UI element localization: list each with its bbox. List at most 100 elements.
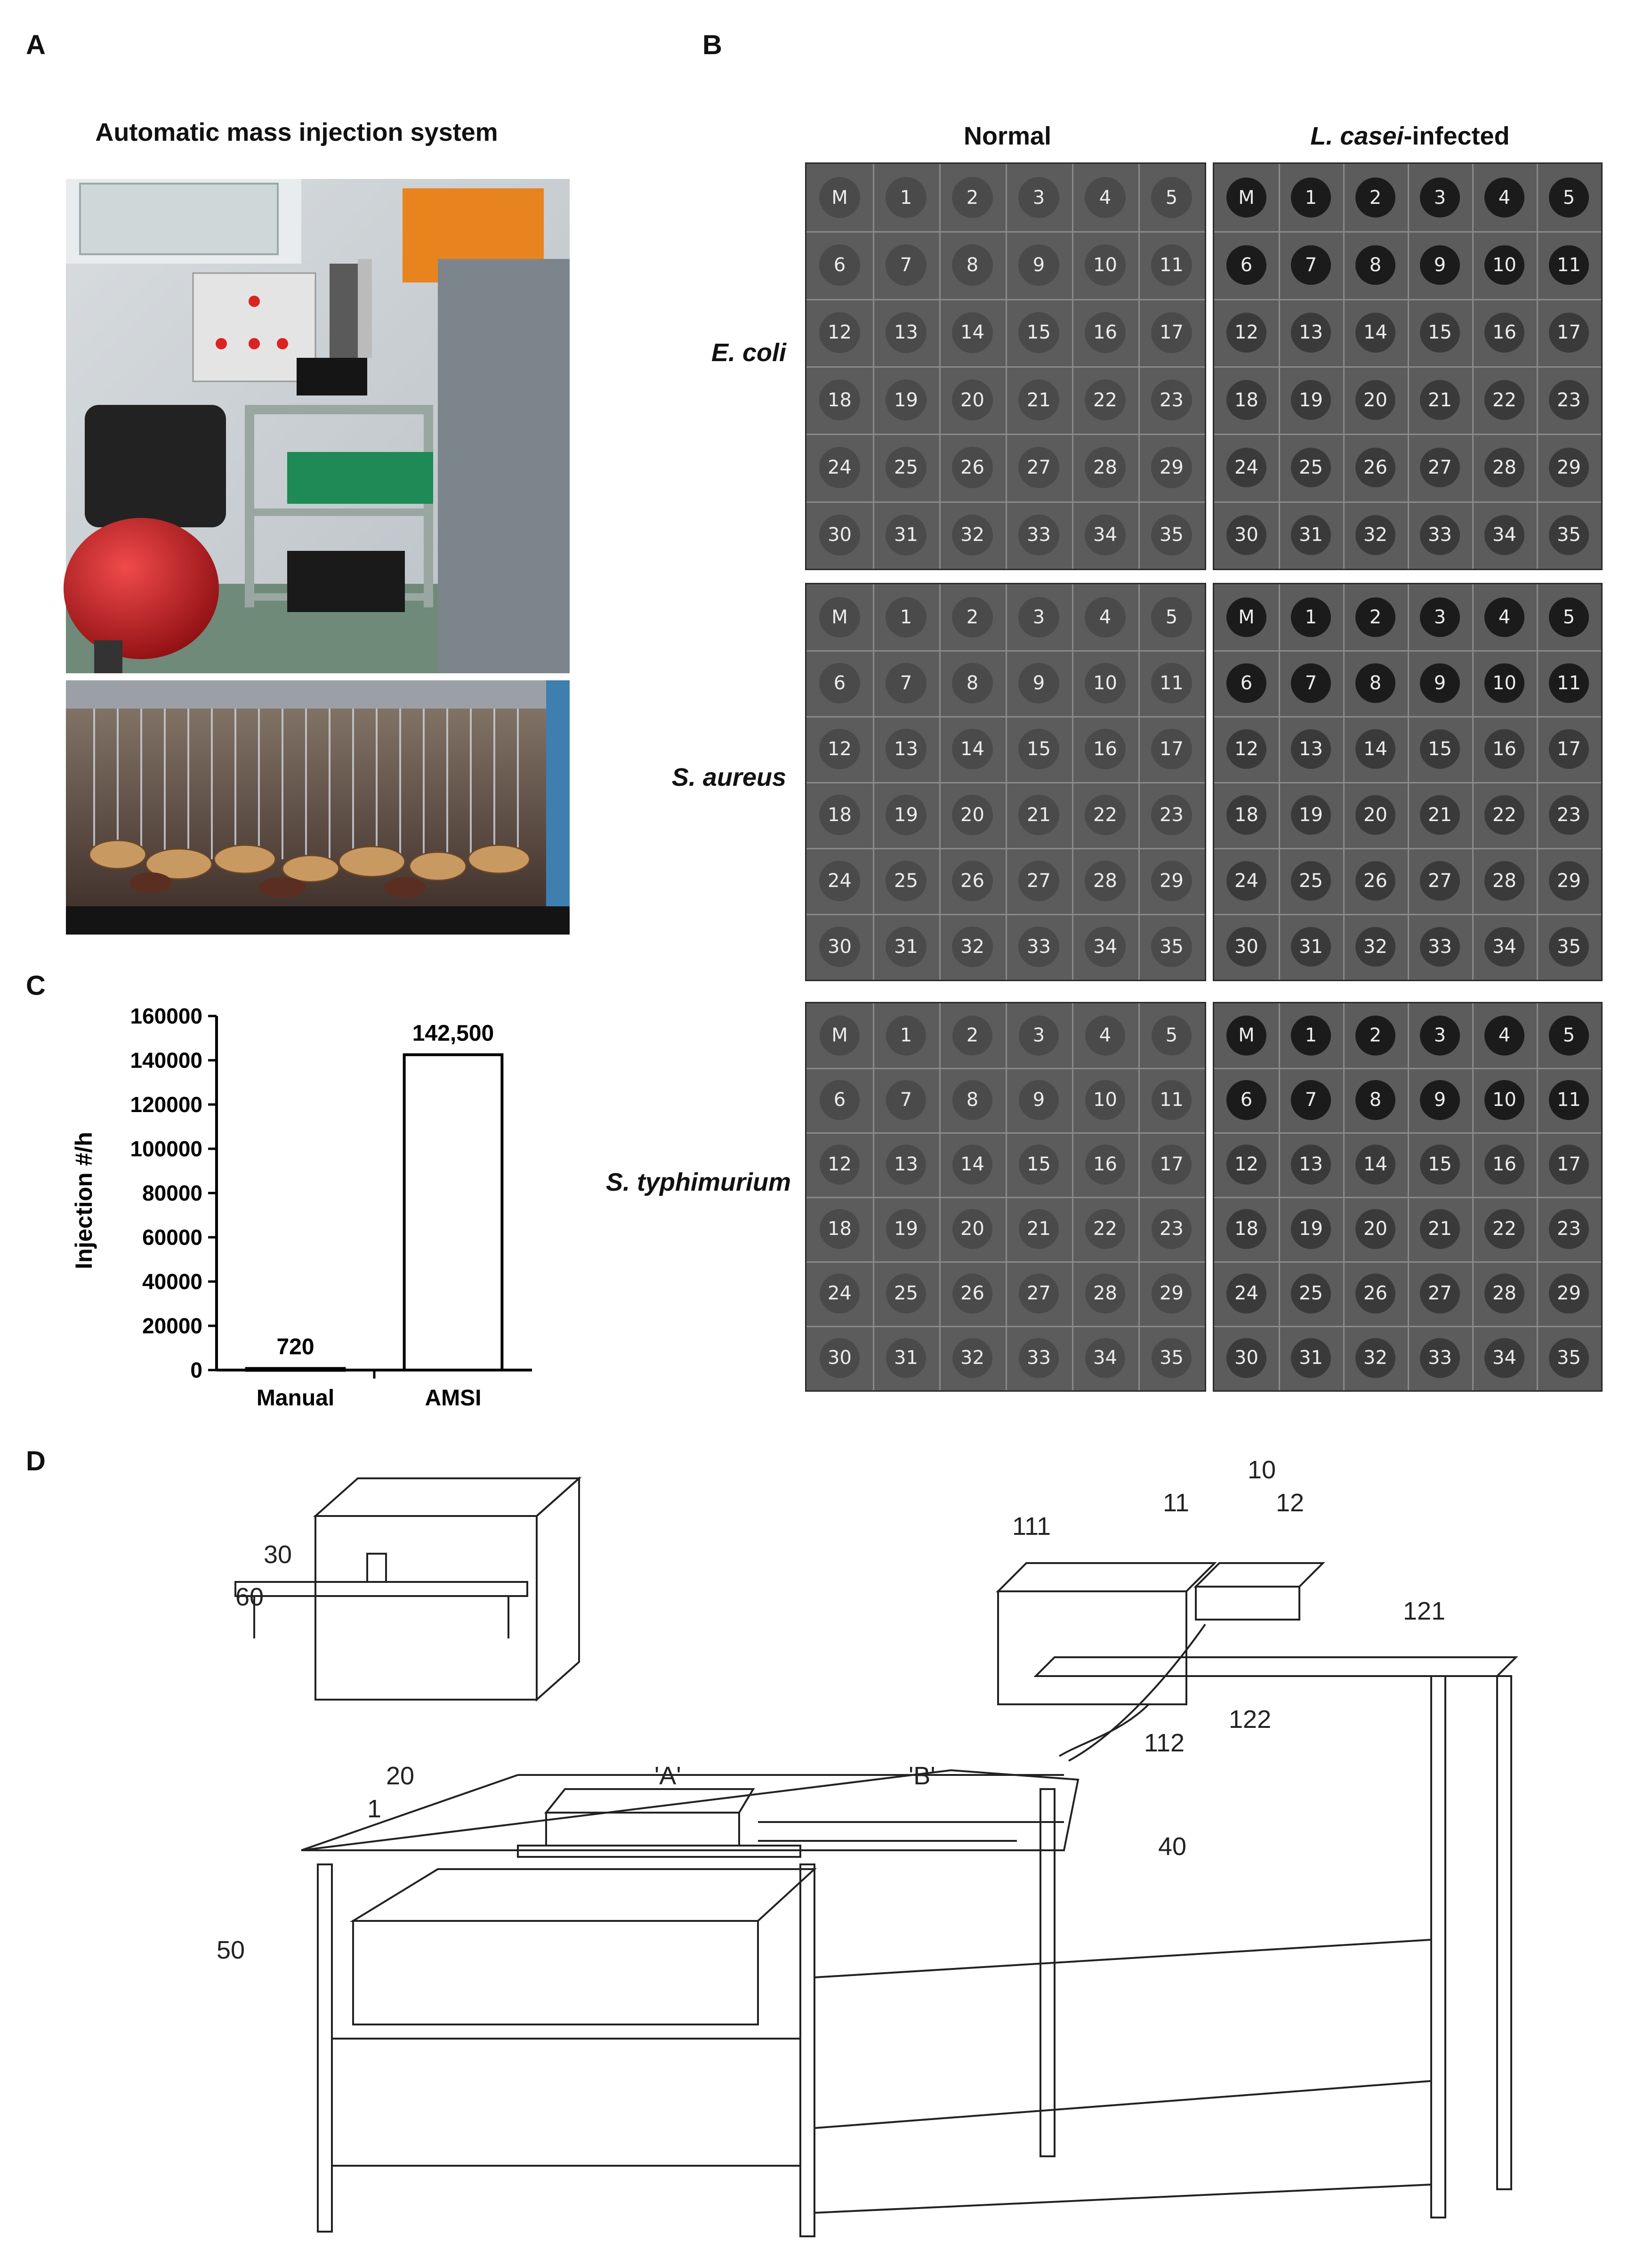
well-label: 20 bbox=[951, 379, 993, 421]
well-label: 13 bbox=[1291, 1145, 1331, 1185]
well-label: 5 bbox=[1151, 177, 1193, 218]
well-label: 6 bbox=[819, 662, 860, 704]
plate-grid-line bbox=[806, 848, 1205, 849]
plate-grid-line bbox=[1472, 164, 1474, 569]
schematic-callout-label: 30 bbox=[264, 1540, 292, 1569]
y-tick-label: 100000 bbox=[130, 1137, 203, 1161]
data-label: 720 bbox=[276, 1335, 314, 1360]
well-label: 7 bbox=[1291, 245, 1331, 285]
schematic-callout-label: 50 bbox=[217, 1936, 245, 1964]
well-label: 21 bbox=[1019, 1209, 1059, 1249]
well-label: 26 bbox=[1355, 861, 1395, 901]
well-label: 18 bbox=[1226, 380, 1266, 420]
y-tick-label: 0 bbox=[190, 1358, 202, 1382]
well-label: 28 bbox=[1085, 860, 1126, 902]
schematic-callout-label: 40 bbox=[1158, 1832, 1186, 1861]
well-label: 29 bbox=[1152, 1274, 1192, 1314]
well-label: 27 bbox=[1420, 861, 1460, 901]
well-label: M bbox=[819, 177, 861, 218]
well-label: 3 bbox=[1018, 597, 1059, 638]
x-tick-label: AMSI bbox=[425, 1386, 482, 1411]
well-label: 9 bbox=[1420, 245, 1460, 285]
well-label: 32 bbox=[951, 514, 993, 556]
well-label: M bbox=[1226, 1016, 1266, 1056]
well-label: 23 bbox=[1549, 380, 1589, 420]
row-label-ecoli: E. coli bbox=[711, 339, 786, 367]
well-label: 9 bbox=[1018, 662, 1059, 704]
schematic-callout-label: 12 bbox=[1276, 1489, 1304, 1517]
well-label: 35 bbox=[1549, 1338, 1589, 1378]
panel-letter-a: A bbox=[26, 30, 46, 60]
well-label: 19 bbox=[1291, 380, 1331, 420]
well-label: 21 bbox=[1420, 380, 1460, 420]
well-label: 26 bbox=[952, 1274, 992, 1314]
well-label: 2 bbox=[1355, 1016, 1395, 1056]
well-label: 16 bbox=[1484, 312, 1524, 353]
plate-grid-line bbox=[1214, 434, 1601, 435]
well-label: 14 bbox=[952, 728, 993, 770]
well-label: 6 bbox=[1226, 245, 1266, 285]
well-label: 17 bbox=[1152, 1145, 1192, 1185]
well-label: 27 bbox=[1420, 447, 1460, 488]
well-label: 2 bbox=[1355, 597, 1395, 637]
well-label: 15 bbox=[1018, 312, 1060, 354]
well-label: 35 bbox=[1549, 515, 1589, 555]
plate-grid-line bbox=[1214, 1326, 1601, 1327]
well-label: 34 bbox=[1484, 515, 1524, 555]
plate-grid-line bbox=[1072, 164, 1073, 569]
well-label: 10 bbox=[1484, 663, 1524, 703]
well-label: 23 bbox=[1549, 1209, 1589, 1249]
y-tick-label: 140000 bbox=[130, 1048, 203, 1073]
well-label: 21 bbox=[1018, 794, 1059, 836]
well-label: 16 bbox=[1484, 729, 1524, 769]
x-tick-label: Manual bbox=[257, 1386, 334, 1411]
well-label: 33 bbox=[1420, 515, 1460, 555]
well-label: 12 bbox=[1226, 1145, 1266, 1185]
well-label: 17 bbox=[1549, 729, 1589, 769]
well-label: 3 bbox=[1019, 1016, 1059, 1056]
well-label: M bbox=[819, 597, 860, 638]
well-label: 12 bbox=[819, 728, 860, 770]
y-tick-label: 40000 bbox=[142, 1269, 202, 1294]
schematic-callout-label: 'B' bbox=[909, 1762, 935, 1790]
well-label: 32 bbox=[952, 926, 993, 968]
well-label: 12 bbox=[820, 1145, 860, 1185]
well-label: 3 bbox=[1018, 177, 1060, 218]
well-label: 6 bbox=[1226, 1080, 1266, 1120]
well-label: 17 bbox=[1549, 1145, 1589, 1185]
well-label: 5 bbox=[1549, 597, 1589, 637]
well-label: 17 bbox=[1549, 312, 1589, 353]
plate-grid-line bbox=[1214, 501, 1601, 503]
well-label: 11 bbox=[1549, 663, 1589, 703]
y-tick-label: 80000 bbox=[142, 1181, 202, 1205]
well-label: 24 bbox=[819, 447, 861, 488]
well-label: 15 bbox=[1018, 728, 1059, 770]
plate-grid-line bbox=[1214, 848, 1601, 849]
well-label: 19 bbox=[886, 794, 927, 836]
plate-grid-line bbox=[1214, 914, 1601, 915]
row-label-styphimurium: S. typhimurium bbox=[605, 1168, 791, 1196]
well-label: 9 bbox=[1420, 663, 1460, 703]
well-label: 12 bbox=[819, 312, 861, 354]
well-label: 28 bbox=[1484, 447, 1524, 488]
well-label: 31 bbox=[886, 926, 927, 968]
plate-grid-line bbox=[1472, 1003, 1474, 1390]
well-label: 30 bbox=[820, 1338, 860, 1378]
well-label: 34 bbox=[1484, 1338, 1524, 1378]
well-label: 27 bbox=[1018, 447, 1060, 488]
well-label: 23 bbox=[1151, 379, 1193, 421]
plate-grid-line bbox=[806, 782, 1205, 783]
y-tick-label: 60000 bbox=[142, 1225, 202, 1250]
well-label: 8 bbox=[1355, 245, 1395, 285]
well-label: 28 bbox=[1484, 861, 1524, 901]
well-label: M bbox=[1226, 177, 1266, 218]
well-label: 24 bbox=[820, 1274, 860, 1314]
plate-grid-line bbox=[1214, 1261, 1601, 1263]
plate-grid-line bbox=[1537, 1003, 1538, 1390]
well-label: 1 bbox=[1291, 597, 1331, 637]
well-label: 3 bbox=[1420, 177, 1460, 218]
well-label: 32 bbox=[1355, 1338, 1395, 1378]
well-label: 33 bbox=[1018, 926, 1059, 968]
